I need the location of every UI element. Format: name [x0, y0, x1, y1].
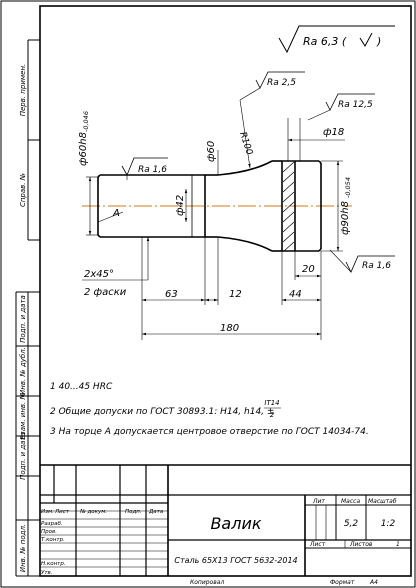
dim-d90h8-tol: -0,054 [344, 177, 352, 198]
dim-d90h8: ф90h8 -0,054 [321, 160, 352, 252]
dim-d42-text: ф42 [175, 195, 186, 216]
tb-role-prov: Пров. [41, 529, 57, 535]
tb-list: Лист [309, 541, 326, 548]
technical-notes: 1 40...45 HRC 2 Общие допуски по ГОСТ 30… [50, 382, 369, 437]
dim-d60h8-tol: -0,046 [82, 111, 90, 132]
roughness-ra16-right: Ra 1,6 [329, 249, 395, 273]
dim-l63-text: 63 [165, 289, 178, 300]
tb-masshtab-value: 1:2 [381, 519, 396, 529]
tb-massa-value: 5,2 [344, 519, 359, 529]
chamfer-text: 2х45° [84, 269, 114, 280]
note-2-numerator: IT14 [264, 399, 279, 407]
tb-masshtab: Масштаб [368, 498, 397, 505]
length-dims [141, 237, 322, 340]
roughness-check-icon [359, 32, 373, 47]
roughness-ra125: Ra 12,5 [307, 93, 375, 121]
dim-d42: ф42 [175, 189, 188, 222]
dim-r100-text: R100 [237, 131, 254, 157]
side-label-perv-primen: Перв. примен. [19, 64, 27, 117]
chamfer-note: 2х45° 2 фаски [82, 237, 150, 298]
note-1: 1 40...45 HRC [50, 382, 113, 392]
tb-part-name: Валик [210, 514, 261, 533]
side-label-vzam-inv: Взам. инв. № [19, 392, 27, 440]
tb-listov-value: 1 [396, 541, 400, 548]
side-label-inv-dubl: Инв. № дубл. [19, 347, 27, 395]
general-roughness: Ra 6,3 ( ) [278, 25, 395, 54]
tb-listov: Листов [349, 541, 373, 548]
label-a-text: А [112, 208, 120, 219]
tb-role-nkontr: Н.контр. [41, 561, 66, 567]
side-strip [15, 39, 40, 577]
note-3: 3 На торце А допускается центровое отвер… [50, 427, 369, 437]
tb-format: Формат [330, 579, 355, 586]
side-label-sprav-no: Справ. № [19, 173, 27, 207]
dim-d60-text: ф60 [206, 141, 217, 162]
drawing-frame [39, 5, 412, 577]
tb-header-data: Дата [148, 509, 164, 515]
tb-role-razrab: Разраб. [41, 521, 63, 527]
tb-header-izm: Изм. [41, 509, 54, 515]
title-block [40, 464, 411, 576]
dim-d60h8: ф60h8 -0,046 [78, 111, 98, 236]
tb-header-list: Лист [54, 509, 70, 515]
side-label-podp-data-1: Подп. и дата [19, 295, 27, 343]
tb-format-value: А4 [369, 579, 378, 586]
tb-header-podp: Подп. [125, 509, 142, 515]
general-roughness-close: ) [376, 35, 381, 48]
roughness-ra25-text: Ra 2,5 [267, 78, 296, 88]
dim-d18-text: ф18 [323, 127, 344, 138]
section-hatch [282, 161, 295, 252]
shaft-part [97, 160, 322, 252]
note-2: 2 Общие допуски по ГОСТ 30893.1: H14, h1… [50, 407, 274, 417]
roughness-ra16-right-text: Ra 1,6 [362, 261, 391, 271]
tb-role-tkontr: Т.контр. [41, 537, 65, 543]
face-a-label: А [97, 208, 124, 223]
chamfer-count-text: 2 фаски [84, 287, 127, 298]
side-label-podp-data-2: Подп. и дата [19, 432, 27, 480]
dim-l12-text: 12 [229, 289, 242, 300]
general-roughness-text: Ra 6,3 ( [303, 35, 347, 48]
roughness-ra16-left-text: Ra 1,6 [138, 165, 167, 175]
tb-role-utv: Утв. [41, 570, 53, 576]
dim-l180-text: 180 [220, 323, 239, 334]
dim-d90h8-text: ф90h8 [340, 201, 351, 235]
dim-d18: ф18 [287, 118, 345, 161]
tb-lit: Лит [312, 498, 325, 505]
tb-kopiroval: Копировал [190, 579, 224, 586]
tb-massa: Масса [341, 498, 360, 505]
tb-material: Сталь 65Х13 ГОСТ 5632-2014 [174, 556, 297, 565]
dim-d60: ф60 [206, 141, 219, 175]
roughness-ra16-left: Ra 1,6 [121, 157, 168, 180]
side-label-inv-podl: Инв. № подл. [19, 524, 27, 572]
roughness-ra25: Ra 2,5 R100 [237, 71, 305, 169]
dim-l20-text: 20 [302, 264, 315, 275]
note-2-denominator: 2 [270, 411, 275, 419]
dim-l44-text: 44 [289, 289, 302, 300]
dim-d60h8-text: ф60h8 [78, 132, 89, 166]
roughness-ra125-text: Ra 12,5 [338, 100, 373, 110]
side-labels: Перв. примен. Справ. № Подп. и дата Инв.… [19, 64, 27, 572]
tb-header-ndokum: № докум. [79, 509, 107, 515]
